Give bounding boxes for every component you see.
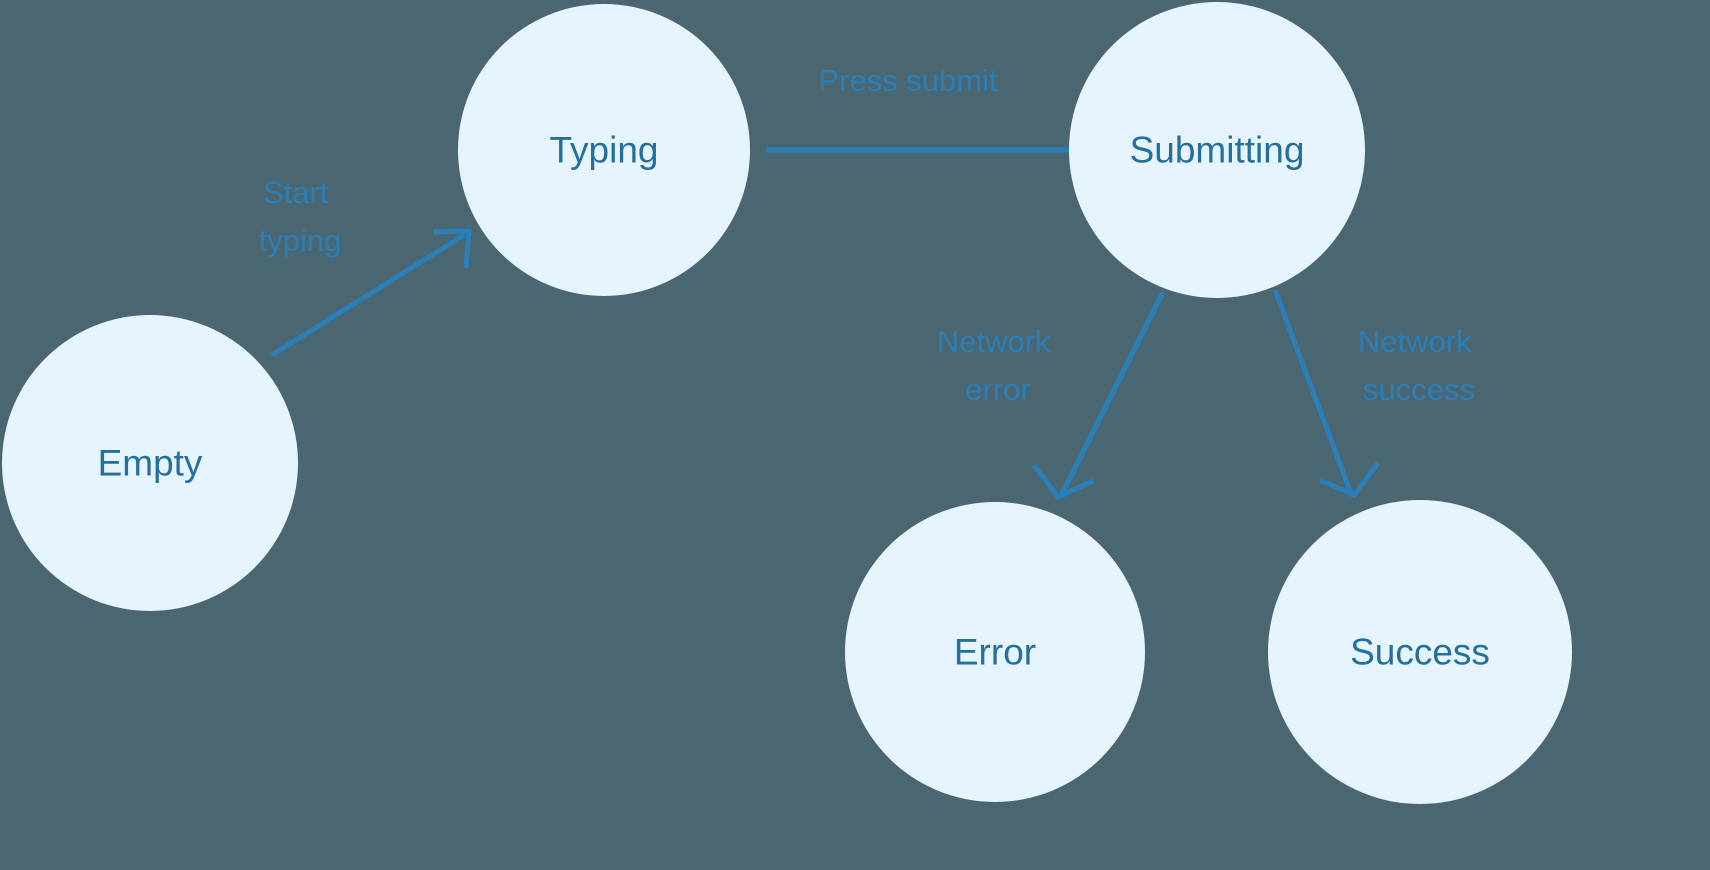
node-typing[interactable]: Typing	[458, 4, 750, 296]
node-circle	[1268, 500, 1572, 804]
edge-label-line: Start	[263, 175, 329, 210]
arrowhead-icon	[1032, 463, 1095, 501]
node-label-submitting: Submitting	[1130, 130, 1305, 171]
node-circle	[1069, 2, 1365, 298]
edge-label-line: Press submit	[818, 63, 998, 98]
edge-label-line: typing	[259, 223, 342, 258]
edge-line	[1272, 289, 1355, 497]
node-submitting[interactable]: Submitting	[1069, 2, 1365, 298]
edge-line	[1057, 290, 1166, 500]
node-success[interactable]: Success	[1268, 500, 1572, 804]
edge-label-submitting-to-success: Network success	[1358, 324, 1480, 407]
node-label-typing: Typing	[549, 130, 658, 171]
edge-label-empty-to-typing: Start typing	[259, 175, 342, 258]
edge-label-line: Network	[937, 324, 1051, 359]
node-circle	[458, 4, 750, 296]
edge-line	[270, 232, 466, 358]
node-label-error: Error	[954, 632, 1036, 673]
edge-label-line: Network	[1358, 324, 1472, 359]
node-label-success: Success	[1350, 632, 1490, 673]
node-error[interactable]: Error	[845, 502, 1145, 802]
node-circle	[845, 502, 1145, 802]
edge-label-submitting-to-error: Network error	[937, 324, 1059, 407]
edge-label-typing-to-submitting: Press submit	[818, 63, 998, 98]
node-empty[interactable]: Empty	[2, 315, 298, 611]
edge-typing-to-submitting[interactable]: Press submit	[766, 63, 1146, 182]
arrowhead-icon	[1318, 461, 1380, 499]
edge-empty-to-typing[interactable]: Start typing	[259, 175, 472, 358]
node-label-empty: Empty	[98, 443, 203, 484]
edge-label-line: success	[1363, 372, 1475, 407]
arrowhead-icon	[432, 228, 472, 269]
edge-label-line: error	[965, 372, 1030, 407]
edge-submitting-to-success[interactable]: Network success	[1272, 289, 1480, 499]
edge-submitting-to-error[interactable]: Network error	[937, 290, 1166, 501]
node-circle	[2, 315, 298, 611]
